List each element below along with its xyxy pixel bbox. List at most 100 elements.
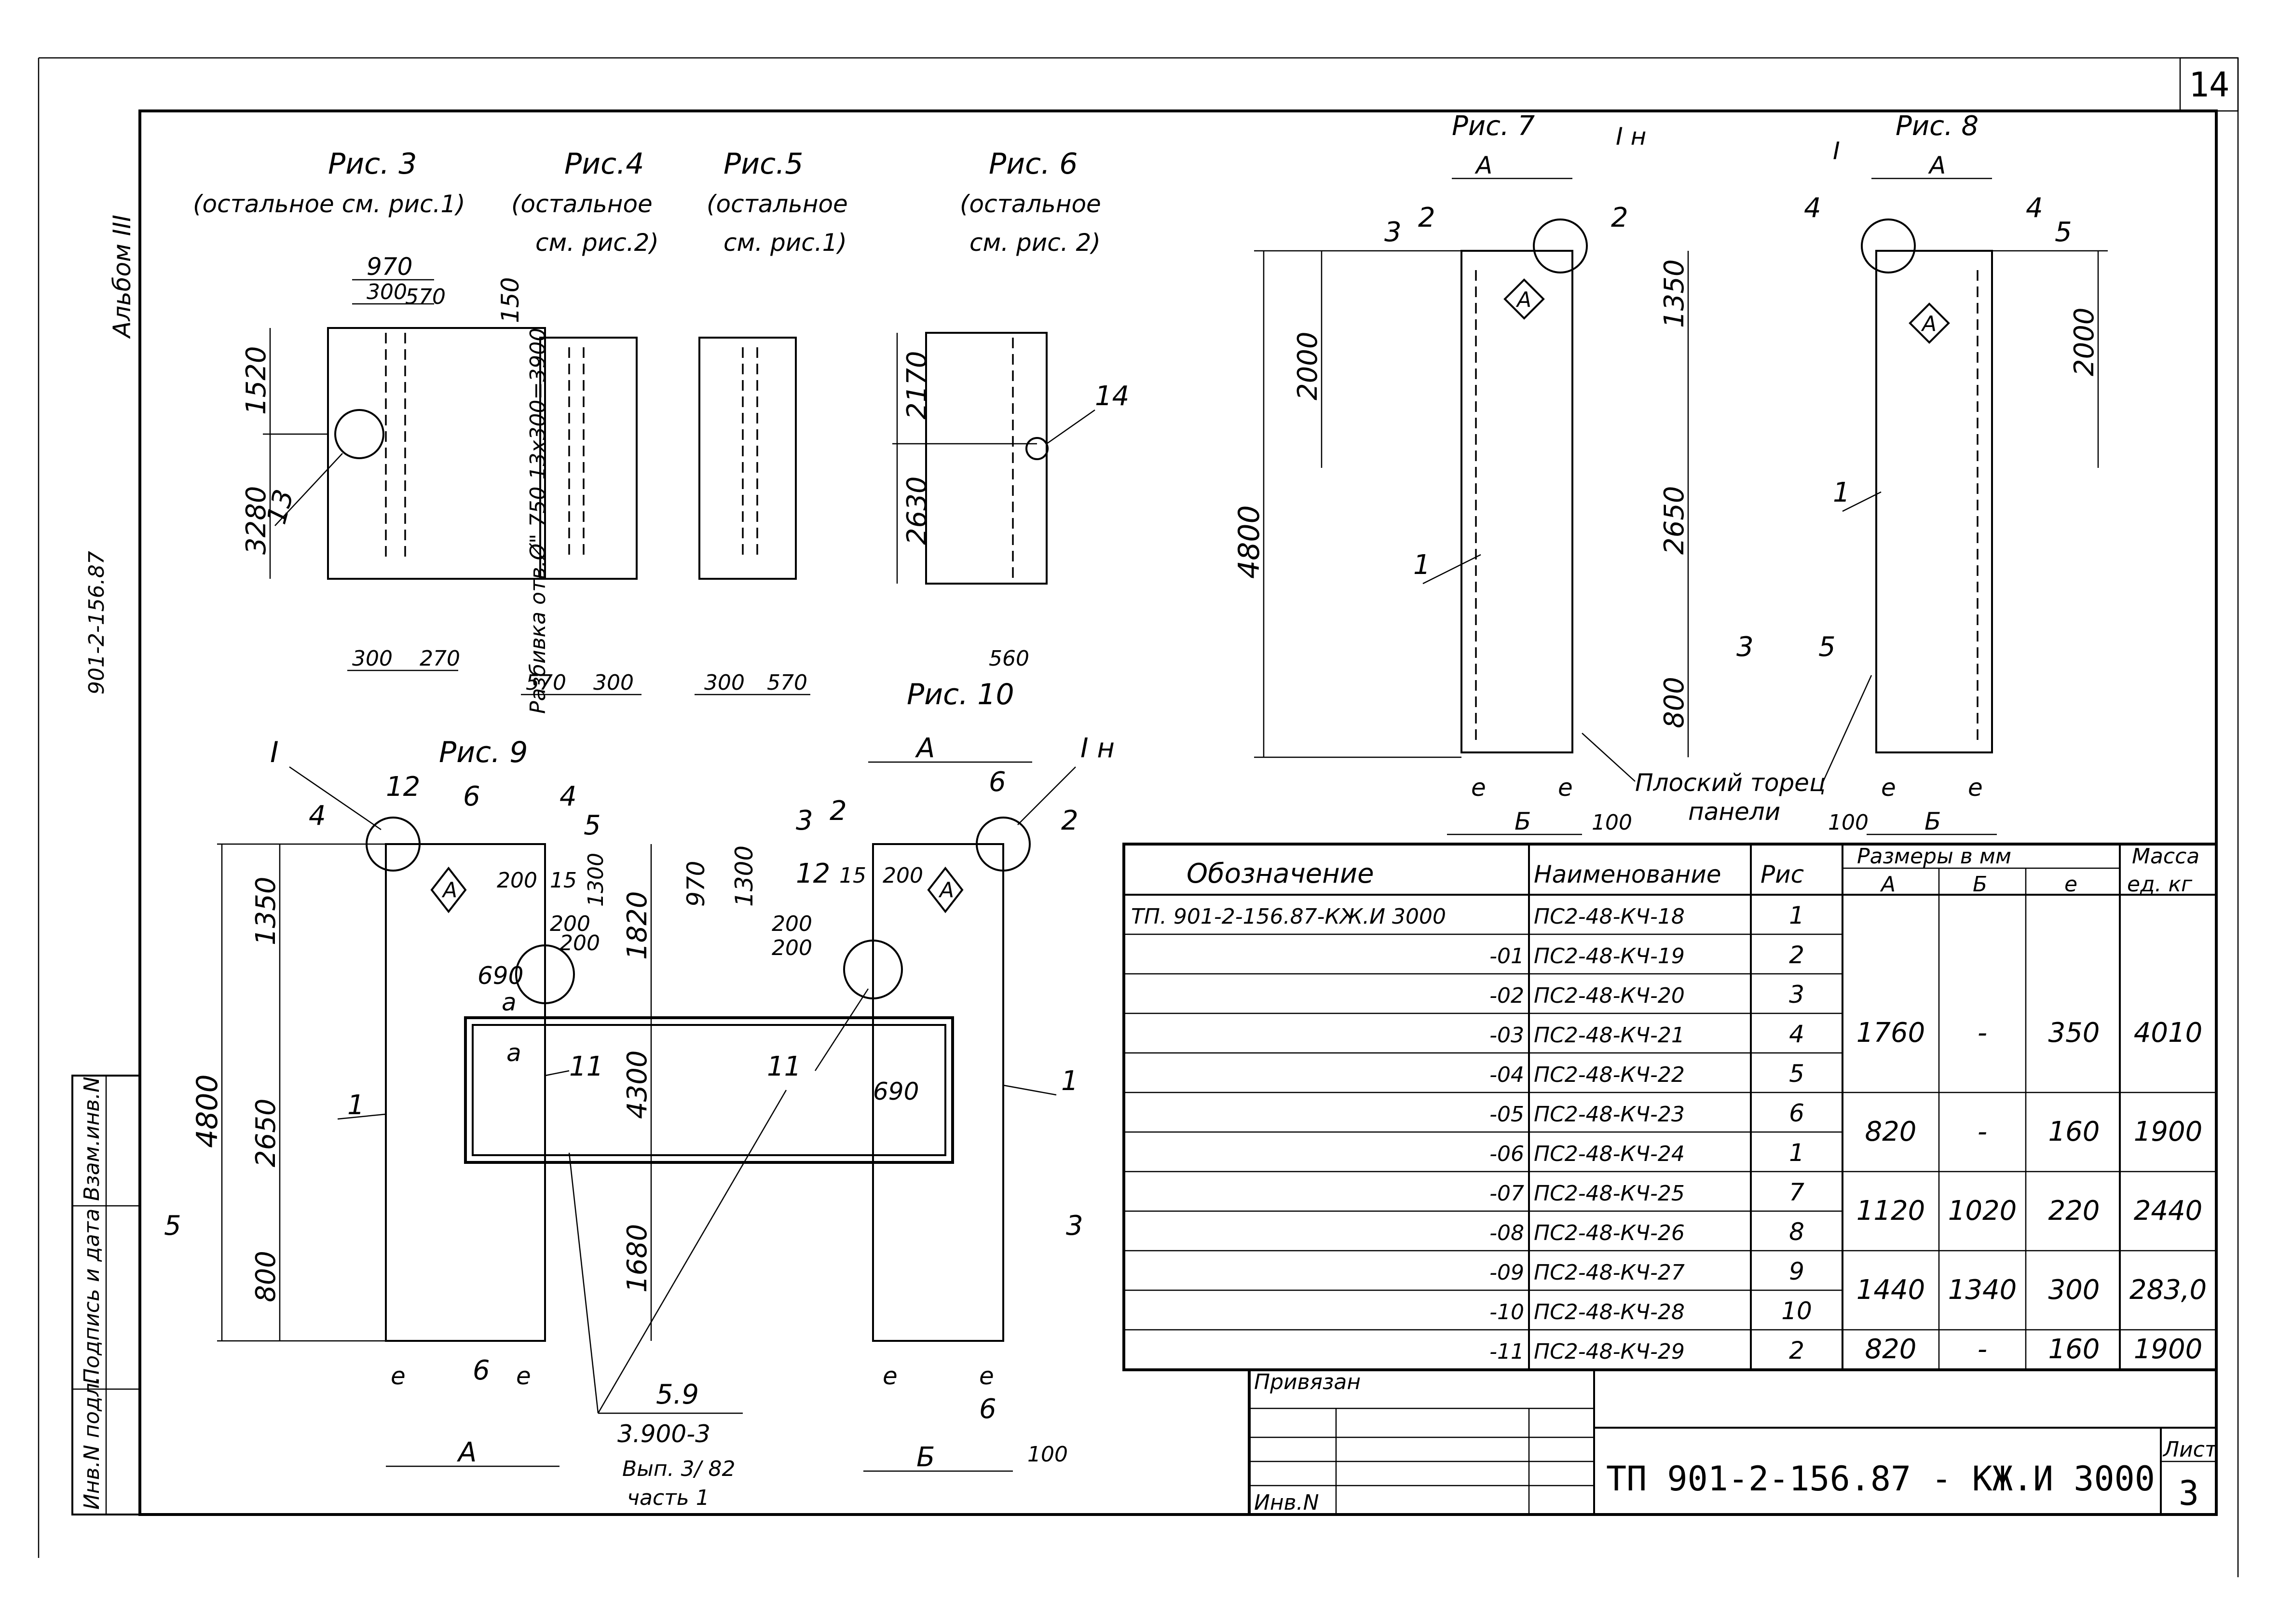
svg-text:3280: 3280 (241, 486, 272, 555)
table-cell-e: 160 (2048, 1334, 2100, 1365)
svg-text:2: 2 (1061, 805, 1078, 836)
svg-text:300: 300 (352, 646, 393, 671)
fig9-title: Рис. 9 (439, 736, 528, 769)
table-row-name: ПС2-48-КЧ-24 (1534, 1142, 1685, 1166)
svg-text:3: 3 (1066, 1210, 1083, 1242)
svg-text:15: 15 (839, 863, 866, 888)
svg-text:е: е (979, 1362, 994, 1390)
svg-text:2: 2 (1418, 202, 1435, 233)
fig5-title: Рис.5 (723, 147, 803, 181)
figure-6: Рис. 6 (остальное см. рис. 2) 2170 2630 … (892, 147, 1129, 711)
svg-text:690: 690 (478, 962, 523, 990)
svg-text:2000: 2000 (2069, 307, 2100, 376)
table-cell-b: - (1978, 1017, 1987, 1049)
svg-text:1300: 1300 (584, 853, 608, 907)
svg-text:А: А (1515, 287, 1531, 312)
table-row-name: ПС2-48-КЧ-25 (1534, 1181, 1685, 1206)
svg-text:(остальное: (остальное (960, 190, 1101, 218)
table-row-designation: -04 (1489, 1063, 1524, 1087)
svg-text:е: е (1968, 774, 1983, 802)
specification-table: Обозначение Наименование Рис Размеры в м… (1122, 843, 2218, 1371)
table-row-fig: 1 (1789, 1139, 1804, 1167)
svg-text:Вып. 3/ 82: Вып. 3/ 82 (622, 1457, 735, 1481)
svg-text:6: 6 (989, 766, 1006, 798)
svg-text:300: 300 (367, 280, 407, 304)
table-cell-a: 820 (1865, 1334, 1917, 1365)
svg-text:часть 1: часть 1 (627, 1486, 710, 1510)
table-row-fig: 6 (1789, 1099, 1804, 1127)
svg-text:А: А (1474, 151, 1492, 179)
svg-text:е: е (1471, 774, 1486, 802)
table-cell-e: 300 (2048, 1274, 2100, 1306)
svg-text:А: А (1921, 312, 1937, 336)
svg-text:11: 11 (569, 1051, 603, 1082)
svg-text:2630: 2630 (901, 476, 933, 545)
svg-text:1350: 1350 (250, 876, 282, 945)
svg-text:4800: 4800 (1232, 505, 1266, 579)
svg-text:11: 11 (767, 1051, 801, 1082)
svg-text:панели: панели (1688, 798, 1780, 826)
table-row-fig: 3 (1789, 981, 1804, 1009)
svg-text:5: 5 (584, 810, 601, 841)
table-row-fig: 2 (1789, 941, 1804, 969)
svg-text:3.900-3: 3.900-3 (617, 1420, 710, 1448)
svg-text:4800: 4800 (191, 1074, 224, 1148)
figure-5: Рис.5 (остальное см. рис.1) 300 570 (695, 147, 848, 696)
svg-text:Б: Б (1924, 807, 1941, 835)
table-cell-b: 1020 (1948, 1195, 2017, 1227)
table-row-name: ПС2-48-КЧ-20 (1534, 983, 1685, 1008)
table-cell-mass: 1900 (2134, 1334, 2203, 1365)
table-cell-mass: 4010 (2134, 1017, 2203, 1049)
table-cell-a: 1120 (1856, 1195, 1925, 1227)
table-cell-mass: 1900 (2134, 1116, 2203, 1147)
svg-text:5: 5 (1818, 631, 1836, 663)
svg-text:570: 570 (526, 670, 566, 695)
svg-text:5: 5 (164, 1210, 181, 1242)
table-row-fig: 5 (1789, 1060, 1804, 1088)
figure-4: Рис.4 (остальное см. рис.2) 150 Разбивка… (496, 147, 659, 714)
svg-text:Плоский торец: Плоский торец (1635, 769, 1826, 797)
svg-text:е: е (1558, 774, 1573, 802)
svg-text:270: 270 (420, 646, 460, 671)
table-row-name: ПС2-48-КЧ-28 (1534, 1300, 1685, 1324)
svg-text:Масса: Масса (2132, 844, 2199, 869)
table-cell-b: - (1978, 1334, 1987, 1365)
fig3-note: (остальное см. рис.1) (193, 190, 465, 218)
table-cell-b: - (1978, 1116, 1987, 1147)
svg-text:А: А (441, 878, 457, 902)
table-row-fig: 10 (1781, 1297, 1812, 1325)
stamp-sign: Подпись и дата (80, 1209, 104, 1384)
svg-text:560: 560 (989, 646, 1029, 671)
stamp-replace: Взам.инв.N (80, 1077, 104, 1201)
drawing-code: ТП 901-2-156.87 - КЖ.И 3000 (1606, 1459, 2155, 1499)
table-row-name: ПС2-48-КЧ-26 (1534, 1221, 1685, 1245)
svg-text:е: е (516, 1362, 531, 1390)
svg-text:5: 5 (2055, 217, 2072, 248)
svg-text:е: е (1881, 774, 1896, 802)
svg-text:I: I (1833, 137, 1840, 165)
table-cell-b: 1340 (1948, 1274, 2017, 1306)
svg-text:150: 150 (496, 277, 524, 323)
album-label: Альбом III (108, 215, 136, 339)
svg-text:Б: Б (1973, 872, 1987, 897)
fig7-title: Рис. 7 (1452, 110, 1535, 142)
svg-text:200: 200 (550, 912, 590, 936)
svg-text:690: 690 (873, 1078, 919, 1105)
svg-text:1350: 1350 (1659, 259, 1690, 328)
table-row-fig: 9 (1789, 1257, 1804, 1285)
svg-text:А: А (915, 733, 935, 764)
table-row-name: ПС2-48-КЧ-29 (1534, 1339, 1685, 1364)
svg-text:е: е (883, 1362, 898, 1390)
svg-text:I: I (270, 736, 279, 769)
svg-text:1820: 1820 (622, 891, 653, 960)
svg-text:2: 2 (830, 795, 847, 827)
table-row-designation: -09 (1489, 1260, 1524, 1285)
table-row-designation: -05 (1489, 1102, 1524, 1127)
svg-text:Обозначение: Обозначение (1187, 858, 1374, 889)
series-code: 901-2-156.87 (84, 551, 109, 695)
svg-text:Наименование: Наименование (1534, 860, 1721, 888)
table-row-name: ПС2-48-КЧ-19 (1534, 944, 1685, 969)
svg-text:200: 200 (560, 931, 600, 955)
table-row-name: ПС2-48-КЧ-18 (1534, 904, 1685, 929)
figure-3: Рис. 3 (остальное см. рис.1) 1520 3280 1… (193, 147, 546, 671)
